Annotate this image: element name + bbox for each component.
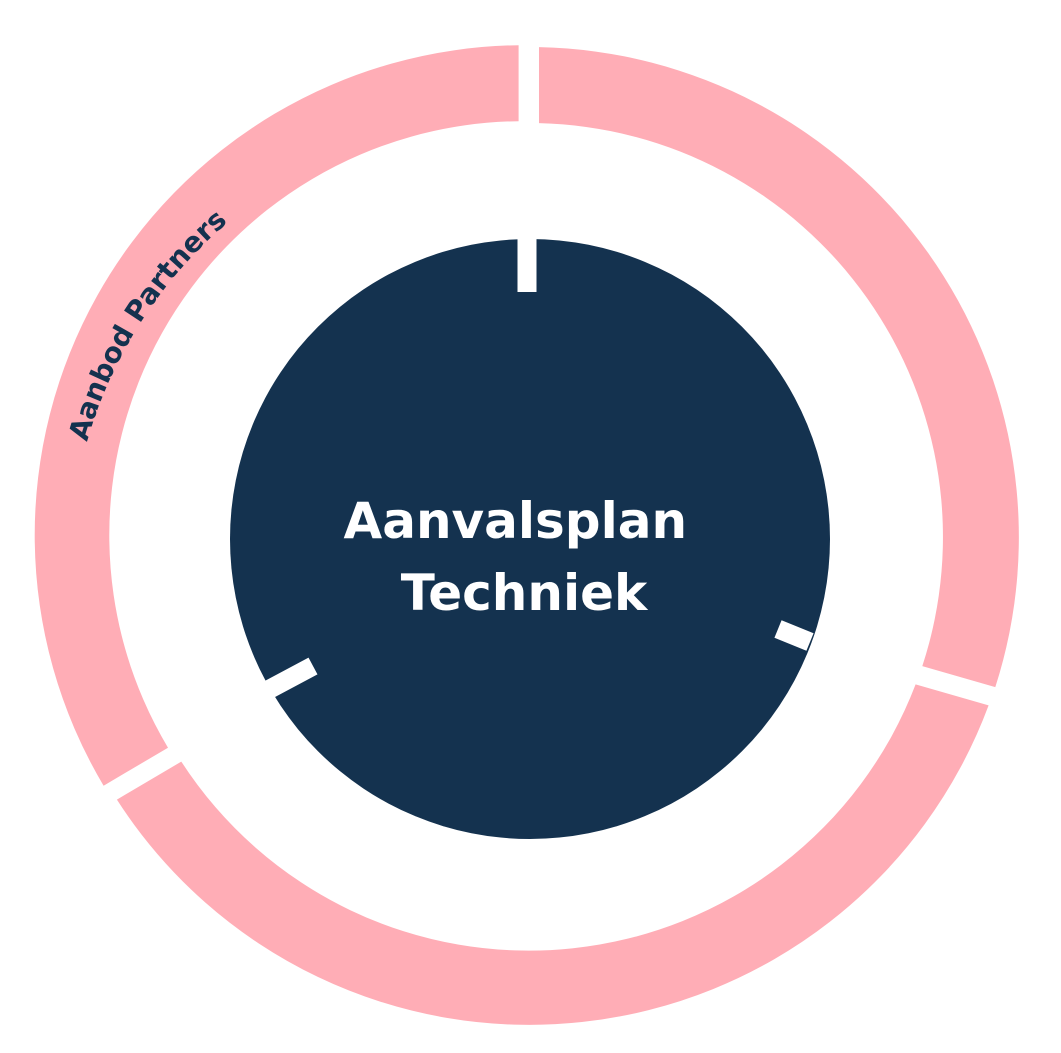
center-title-line-2: Techniek <box>401 564 649 622</box>
outer-ring-segment-right[interactable] <box>539 47 1019 688</box>
center-title: Aanvalsplan Techniek <box>344 492 705 622</box>
center-circle[interactable] <box>230 239 830 839</box>
tick-mark-right <box>774 620 814 651</box>
center-title-line-1: Aanvalsplan <box>344 492 688 550</box>
outer-ring-segment-bottom[interactable] <box>116 684 989 1025</box>
outer-ring-segment-aanbod-partners[interactable] <box>34 45 519 786</box>
tick-mark-left <box>263 657 318 699</box>
